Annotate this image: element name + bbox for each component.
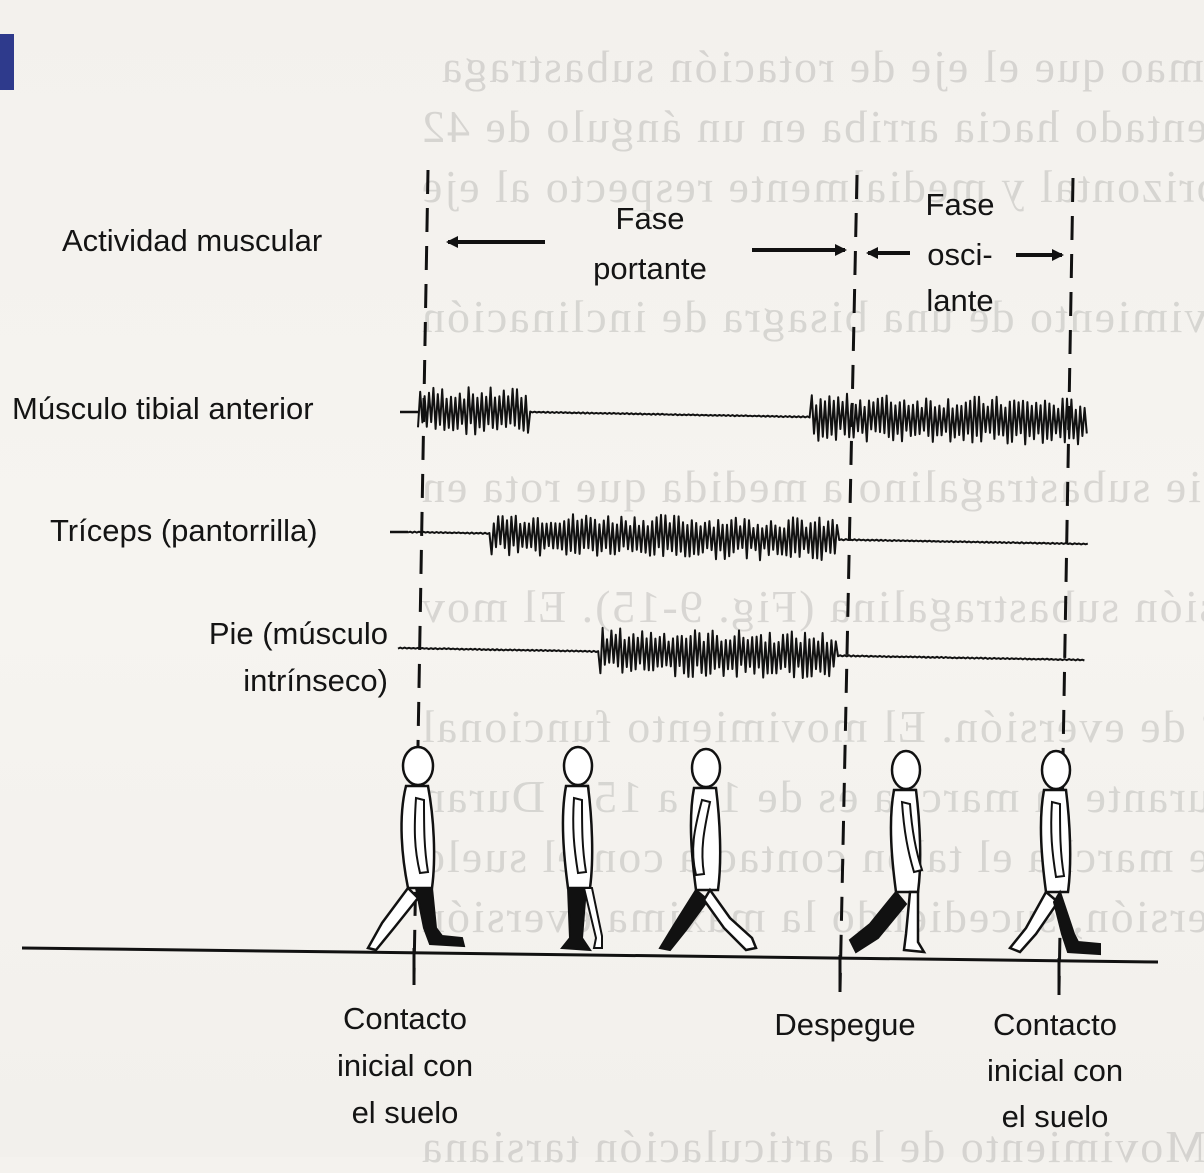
walking-figure-2 — [562, 747, 602, 950]
label-contacto-inicial-1-line2: inicial con — [300, 1047, 510, 1085]
label-fase-oscilante-line2: osci- — [905, 236, 1015, 274]
label-contacto-inicial-1-line3: el suelo — [300, 1094, 510, 1132]
emg-trace-pie — [398, 628, 1084, 678]
label-despegue: Despegue — [745, 1006, 945, 1044]
label-fase-portante-line2: portante — [560, 250, 740, 288]
emg-trace-path — [418, 387, 1087, 444]
emg-trace-tibial-anterior — [418, 387, 1087, 444]
label-contacto-inicial-2-line3: el suelo — [955, 1098, 1155, 1136]
label-fase-oscilante-line1: Fase — [905, 186, 1015, 224]
walking-figure-3 — [660, 749, 756, 950]
walking-figure-5 — [1010, 751, 1100, 954]
walking-figure-4 — [850, 751, 924, 952]
label-triceps-pantorrilla: Tríceps (pantorrilla) — [50, 512, 318, 550]
label-musculo-tibial-anterior: Músculo tibial anterior — [12, 390, 314, 428]
walking-figure-1 — [368, 747, 464, 950]
emg-trace-path — [408, 514, 1088, 560]
phase-line-toe-off — [840, 175, 857, 990]
label-actividad-muscular: Actividad muscular — [62, 222, 322, 260]
label-contacto-inicial-1-line1: Contacto — [300, 1000, 510, 1038]
label-fase-portante-line1: Fase — [560, 200, 740, 238]
label-contacto-inicial-2-line2: inicial con — [955, 1052, 1155, 1090]
label-pie-line1: Pie (músculo — [100, 615, 388, 653]
emg-trace-path — [398, 628, 1084, 678]
label-fase-oscilante-line3: lante — [905, 282, 1015, 320]
emg-trace-triceps — [408, 514, 1088, 560]
label-contacto-inicial-2-line1: Contacto — [955, 1006, 1155, 1044]
label-pie-line2: intrínseco) — [100, 662, 388, 700]
